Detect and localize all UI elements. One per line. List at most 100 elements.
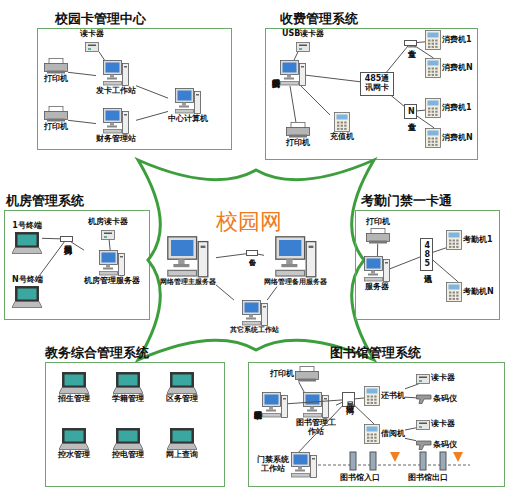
exit-gate <box>420 452 426 470</box>
device-label: 门禁系统工作站 <box>256 456 290 474</box>
network-bus: 485通讯 <box>420 238 433 271</box>
terminal-machine-icon <box>425 128 441 148</box>
entry-gate <box>350 452 356 470</box>
card-reader: 读卡器 <box>416 372 455 384</box>
laptop-terminal: 区务管理 <box>166 372 198 404</box>
device-label: 考勤机1 <box>463 236 493 245</box>
network-link <box>299 382 304 392</box>
device-label: 消费机1 <box>442 104 472 113</box>
terminal-machine: 借阅机 <box>364 424 405 444</box>
network-title: 校园网 <box>216 210 282 234</box>
device-label: 条码仪 <box>433 395 457 404</box>
computer: 财务管理站 <box>96 108 136 144</box>
printer-icon <box>44 106 68 122</box>
printer-icon <box>295 366 319 382</box>
device-label: 读卡器 <box>80 30 104 39</box>
network-link <box>301 86 330 115</box>
network-bus: 备份 <box>246 250 258 256</box>
device-label: 条码仪 <box>433 441 457 450</box>
laptop-terminal: 招生管理 <box>58 372 90 404</box>
printer-icon <box>366 228 390 244</box>
network-bus: 一食堂 <box>404 40 417 46</box>
server-computer: 网络管理备用服务器 <box>264 236 327 287</box>
network-link <box>294 52 298 60</box>
device-label: N号终端 <box>12 276 43 285</box>
bus-label: N食堂 <box>406 107 415 116</box>
device-label: 发卡工作站 <box>96 87 136 96</box>
device-label: 读卡器 <box>431 374 455 383</box>
terminal-machine: 还书机 <box>364 386 405 406</box>
printer: 打印机 <box>44 58 68 84</box>
barcode-scanner: 条码仪 <box>416 394 457 404</box>
computer-icon <box>291 452 317 478</box>
computer: 门禁系统工作站 <box>256 452 317 478</box>
device-label: 借阅机 <box>381 430 405 439</box>
device-label: 打印机 <box>270 370 294 379</box>
bus-label: 485通讯网卡 <box>362 75 392 93</box>
network-link <box>417 110 425 112</box>
network-link <box>387 46 408 72</box>
network-link <box>109 240 110 250</box>
network-link <box>433 260 458 282</box>
terminal-machine-icon <box>425 98 441 118</box>
network-bus: N食堂 <box>404 104 417 119</box>
computer: 中心计算机 <box>168 88 208 124</box>
terminal-machine: 考勤机1 <box>446 230 493 250</box>
laptop-terminal-icon <box>113 428 143 450</box>
gate-label: 图书馆入口 <box>340 474 380 483</box>
printer: 打印机 <box>286 122 310 148</box>
device-label: 招生管理 <box>58 395 90 404</box>
device-label: 网络管理主服务器 <box>160 279 216 287</box>
device-label: 打印机 <box>44 75 68 84</box>
network-link <box>390 257 420 269</box>
laptop-terminal-icon <box>113 372 143 394</box>
printer: 打印机 <box>44 106 68 132</box>
network-link <box>68 120 96 123</box>
laptop-terminal: 控电管理 <box>112 428 144 460</box>
network-link <box>306 75 360 82</box>
network-link <box>405 438 416 440</box>
network-link <box>355 406 374 424</box>
laptop-terminal: 控水管理 <box>58 428 90 460</box>
device-label: 区务管理 <box>166 395 198 404</box>
computer: 图书管理工作站 <box>296 392 336 437</box>
network-link <box>99 52 104 60</box>
computer: 图书管理服务器 <box>252 392 288 418</box>
device-label: 消费机N <box>442 64 473 73</box>
server-computer-icon <box>167 236 209 278</box>
device-label: 控电管理 <box>112 451 144 460</box>
device-label: 机房读卡器 <box>88 218 128 227</box>
network-link <box>377 244 378 256</box>
computer: 发卡工作站 <box>96 60 136 96</box>
computer-icon <box>175 88 201 114</box>
computer-icon <box>242 300 268 326</box>
barcode-scanner-icon <box>416 394 432 404</box>
terminal-machine: 消费机1 <box>425 98 472 118</box>
network-star: 校园网网络管理主服务器备份网络管理备用服务器其它系统工作站 <box>138 160 374 360</box>
network-link <box>136 86 168 98</box>
card-reader: 读卡器 <box>80 30 104 52</box>
device-label: 充值机 <box>330 133 354 142</box>
device-label: 打印机 <box>44 123 68 132</box>
group-heading: 教务综合管理系统 <box>45 346 149 360</box>
card-reader-icon <box>416 372 430 384</box>
terminal-machine: 消费机1 <box>425 30 472 50</box>
network-link <box>405 384 419 389</box>
laptop-terminal-icon <box>59 372 89 394</box>
network-link <box>136 111 168 120</box>
group-heading: 机房管理系统 <box>6 194 84 208</box>
printer-icon <box>44 58 68 74</box>
system-group: 校园卡管理中心读卡器打印机发卡工作站中心计算机打印机财务管理站 <box>37 12 232 150</box>
network-link <box>417 41 425 43</box>
card-reader: USB读卡器 <box>282 30 324 52</box>
entry-gate <box>370 452 376 470</box>
terminal-machine-icon <box>446 282 462 302</box>
network-link <box>391 96 404 107</box>
network-link <box>355 397 364 399</box>
terminal-machine-icon <box>334 112 350 132</box>
card-reader-icon <box>296 40 310 52</box>
computer: 服务器 <box>364 256 390 292</box>
device-label: 读卡器 <box>431 420 455 429</box>
terminal-machine: 考勤机N <box>446 282 494 302</box>
